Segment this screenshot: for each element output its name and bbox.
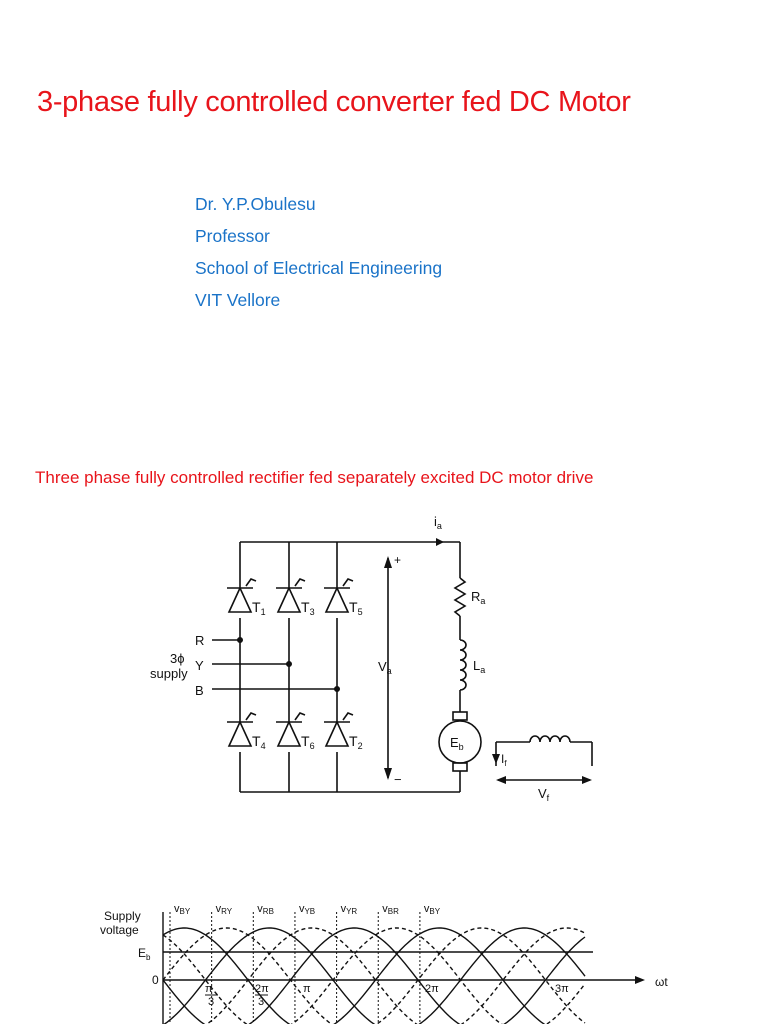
tick-label-den: 3 [208,996,214,1008]
line-voltage-curve [162,927,586,1024]
voltage-va-arrow [384,556,392,780]
author-school: School of Electrical Engineering [195,258,443,278]
ia-label: ia [434,514,442,531]
label-t5: T5 [349,599,363,617]
dc-motor [438,711,482,772]
phase-separators [169,912,421,1024]
line-voltage-curve [205,927,586,1024]
tick-label-num: 2π [425,983,439,995]
eb-label: Eb [450,735,464,752]
phase-b-label: B [195,683,204,698]
author-position: Professor [195,226,270,246]
phase-label: vRB [257,903,274,916]
phase-label: vBY [174,903,191,916]
time-axis-arrow [635,976,645,984]
la-label: La [473,658,485,675]
phase-label: vBR [382,903,399,916]
zero-label: 0 [152,973,159,987]
label-t3: T3 [301,599,315,617]
va-label: Va [378,659,392,676]
label-t2: T2 [349,733,363,751]
label-t1: T1 [252,599,266,617]
author-institution: VIT Vellore [195,290,281,310]
thyristor-t5 [324,578,354,613]
line-voltage-curve [162,927,586,1024]
author-name: Dr. Y.P.Obulesu [195,194,316,214]
label-t6: T6 [301,733,315,751]
phase-label: vYB [299,903,315,916]
phase-label: vBY [424,903,441,916]
converter-circuit-diagram: T1 T3 T5 T4 T6 T2 R Y B 3ϕ supply + − Va… [150,514,593,803]
phase-r-label: R [195,633,204,648]
tick-label-den: 3 [258,996,264,1008]
phase-labels: vBY vRY vRB vYB vYR vBR vBY [174,903,441,916]
author-block: Dr. Y.P.Obulesu Professor School of Elec… [195,188,442,316]
omega-t-label: ωt [655,975,668,989]
line-voltage-curve [162,927,546,1024]
thyristor-t3 [276,578,306,613]
minus-sign: − [394,772,402,787]
thyristor-t2 [324,712,354,747]
label-t4: T4 [252,733,266,751]
tick-label-num: π [205,983,213,995]
tick-label-num: 2π [255,983,269,995]
sine-curves [162,927,586,1024]
line-voltage-curve [163,927,586,1024]
thyristor-t4 [227,712,257,747]
plus-sign: + [394,553,401,567]
phase-y-label: Y [195,658,204,673]
ra-label: Ra [471,589,485,606]
ylabel-line1: Supply [104,909,141,923]
diagram-caption: Three phase fully controlled rectifier f… [35,468,594,487]
tick-label-num: 3π [555,983,569,995]
phase-lines [212,637,341,693]
armature-resistor [453,577,467,617]
field-winding [492,735,593,766]
slide-title: 3-phase fully controlled converter fed D… [37,86,631,118]
supply-symbol: 3ϕ [170,651,185,666]
if-label: If [501,752,507,768]
line-voltage-curve [162,927,586,1024]
armature-inductor [459,639,467,691]
thyristor-t6 [276,712,306,747]
thyristor-t1 [227,578,257,613]
eb-level-label: Eb [138,946,151,962]
tick-label-num: π [303,983,311,995]
current-arrow [436,538,444,546]
ylabel-line2: voltage [100,923,139,937]
vf-label: Vf [538,786,550,803]
supply-label: supply [150,666,188,681]
phase-label: vYR [341,903,358,916]
field-voltage-arrow [496,776,592,784]
phase-label: vRY [216,903,233,916]
